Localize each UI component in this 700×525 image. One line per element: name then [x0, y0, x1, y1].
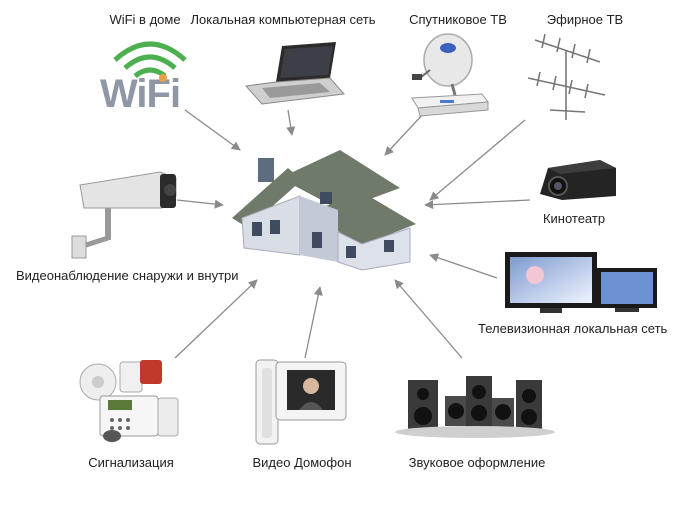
arrow-wifi: [184, 109, 241, 151]
label-ota: Эфирное ТВ: [546, 12, 624, 27]
cctv-camera-icon: [71, 171, 177, 259]
label-intercom: Видео Домофон: [252, 455, 352, 470]
arrow-lan: [286, 109, 296, 136]
arrows: [174, 109, 531, 359]
label-wifi: WiFi в доме: [109, 12, 181, 27]
speakers-icon: [395, 376, 555, 438]
arrow-alarm: [174, 279, 258, 359]
laptop-icon: [245, 42, 345, 105]
label-alarm: Сигнализация: [88, 455, 174, 470]
video-intercom-icon: [255, 359, 347, 445]
arrow-cinema: [424, 199, 531, 210]
arrow-cctv: [176, 199, 224, 209]
antenna-icon: [527, 33, 606, 120]
arrow-intercom: [304, 286, 323, 359]
label-cinema: Кинотеатр: [542, 211, 606, 226]
label-lan: Локальная компьютерная сеть: [190, 12, 376, 27]
arrow-ota: [429, 119, 526, 201]
wifi-logo: WiFi: [100, 41, 187, 116]
house-icon: [232, 150, 416, 271]
arrow-audio: [394, 279, 463, 359]
label-audio: Звуковое оформление: [408, 455, 546, 470]
wifi-logo-text: WiFi: [100, 72, 180, 116]
label-tvlan: Телевизионная локальная сеть: [478, 321, 668, 336]
label-cctv: Видеонаблюдение снаружи и внутри: [16, 268, 239, 283]
label-satellite: Спутниковое ТВ: [409, 12, 507, 27]
arrow-satellite: [384, 111, 426, 156]
projector-icon: [540, 160, 616, 200]
satellite-dish-icon: [411, 33, 489, 117]
tv-screens-icon: [505, 252, 657, 313]
alarm-devices-icon: [79, 360, 179, 442]
arrow-tvlan: [429, 253, 498, 279]
